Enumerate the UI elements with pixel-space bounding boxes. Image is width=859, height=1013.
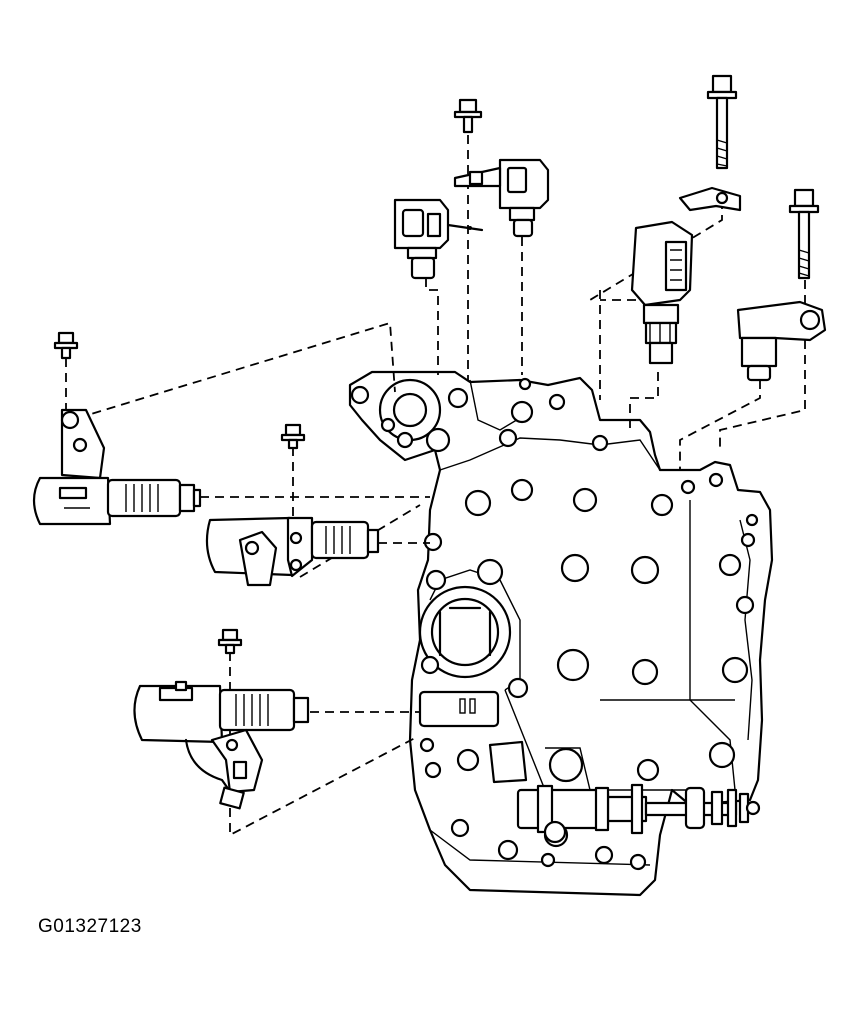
manual-valve-shaft: [516, 783, 761, 844]
solenoid-top-left: [393, 198, 484, 280]
figure-code-label: G01327123: [38, 916, 142, 937]
bolt-long-right: [706, 74, 738, 170]
solenoid-middle: [205, 516, 380, 587]
bolt-middle-left: [280, 423, 306, 450]
valve-body-bores: [419, 377, 759, 871]
solenoid-left: [32, 408, 202, 526]
bolt-lower-left: [217, 628, 243, 655]
solenoid-top-center: [453, 158, 550, 238]
leader-lines: [65, 135, 806, 837]
solenoid-far-right: [736, 300, 827, 382]
detent-area: [488, 740, 591, 791]
bolt-top-center: [453, 98, 483, 134]
top-left-bracket: [350, 378, 469, 453]
bolt-long-far-right: [788, 188, 820, 280]
valve-body: [348, 370, 774, 897]
retainer-clip: [678, 186, 742, 212]
slot-boss: [418, 690, 500, 728]
solenoid-lower: [133, 680, 310, 810]
solenoid-top-right: [630, 220, 694, 365]
accumulator-boss: [418, 585, 512, 679]
bolt-left: [53, 331, 79, 360]
